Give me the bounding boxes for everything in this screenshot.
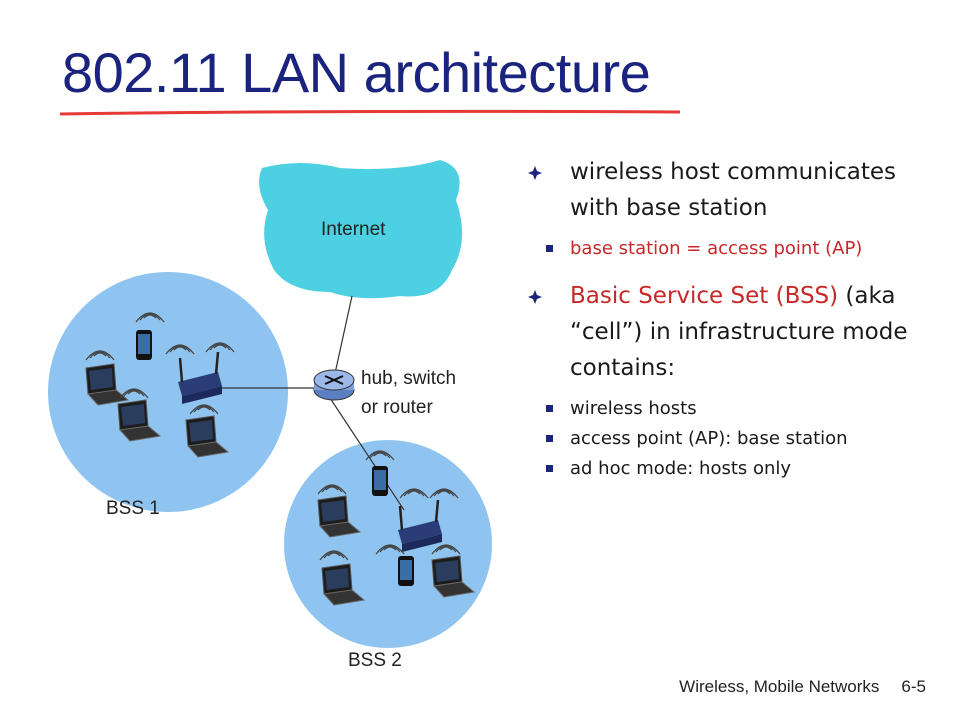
router-label-line1: hub, switch (361, 368, 457, 389)
diamond-bullet-icon (528, 290, 542, 304)
square-bullet-icon (546, 465, 553, 472)
title-underline (60, 109, 681, 116)
bullet-text: wireless host communicates with base sta… (570, 159, 897, 221)
bss1-label: BSS 1 (106, 498, 160, 519)
sub-bullet-text: ad hoc mode: hosts only (570, 458, 792, 479)
bullet-item: Basic Service Set (BSS) (aka “cell”) in … (528, 278, 936, 386)
sub-bullet-item: ad hoc mode: hosts only (546, 456, 936, 482)
diamond-bullet-icon (528, 166, 542, 180)
sub-bullet-text: access point (AP): base station (570, 428, 848, 449)
network-diagram (48, 160, 492, 648)
bullet-list: wireless host communicates with base sta… (528, 154, 936, 486)
sub-bullet-item: wireless hosts (546, 396, 936, 422)
phone-icon (372, 466, 388, 496)
footer: Wireless, Mobile Networks 6-5 (679, 677, 926, 697)
footer-section: Wireless, Mobile Networks (679, 677, 880, 696)
square-bullet-icon (546, 405, 553, 412)
square-bullet-icon (546, 435, 553, 442)
sub-bullet-text: wireless hosts (570, 398, 697, 419)
router-icon (313, 369, 355, 401)
phone-icon (136, 330, 152, 360)
bullet-item: wireless host communicates with base sta… (528, 154, 936, 226)
bss1-circle (48, 272, 288, 512)
slide-title: 802.11 LAN architecture (62, 41, 651, 104)
internet-cloud (259, 160, 463, 299)
square-bullet-icon (546, 245, 553, 252)
bullet-text: (aka “cell”) in infrastructure mode cont… (570, 283, 908, 381)
bss-highlight-text: Basic Service Set (BSS) (570, 283, 839, 309)
internet-label: Internet (321, 219, 386, 240)
sub-bullet-item: access point (AP): base station (546, 426, 936, 452)
phone-icon (398, 556, 414, 586)
page-number: 6-5 (901, 677, 926, 696)
sub-bullet-item: base station = access point (AP) (546, 236, 936, 262)
bss2-label: BSS 2 (348, 650, 402, 671)
sub-bullet-text: base station = access point (AP) (570, 238, 863, 259)
router-label-line2: or router (361, 397, 433, 418)
